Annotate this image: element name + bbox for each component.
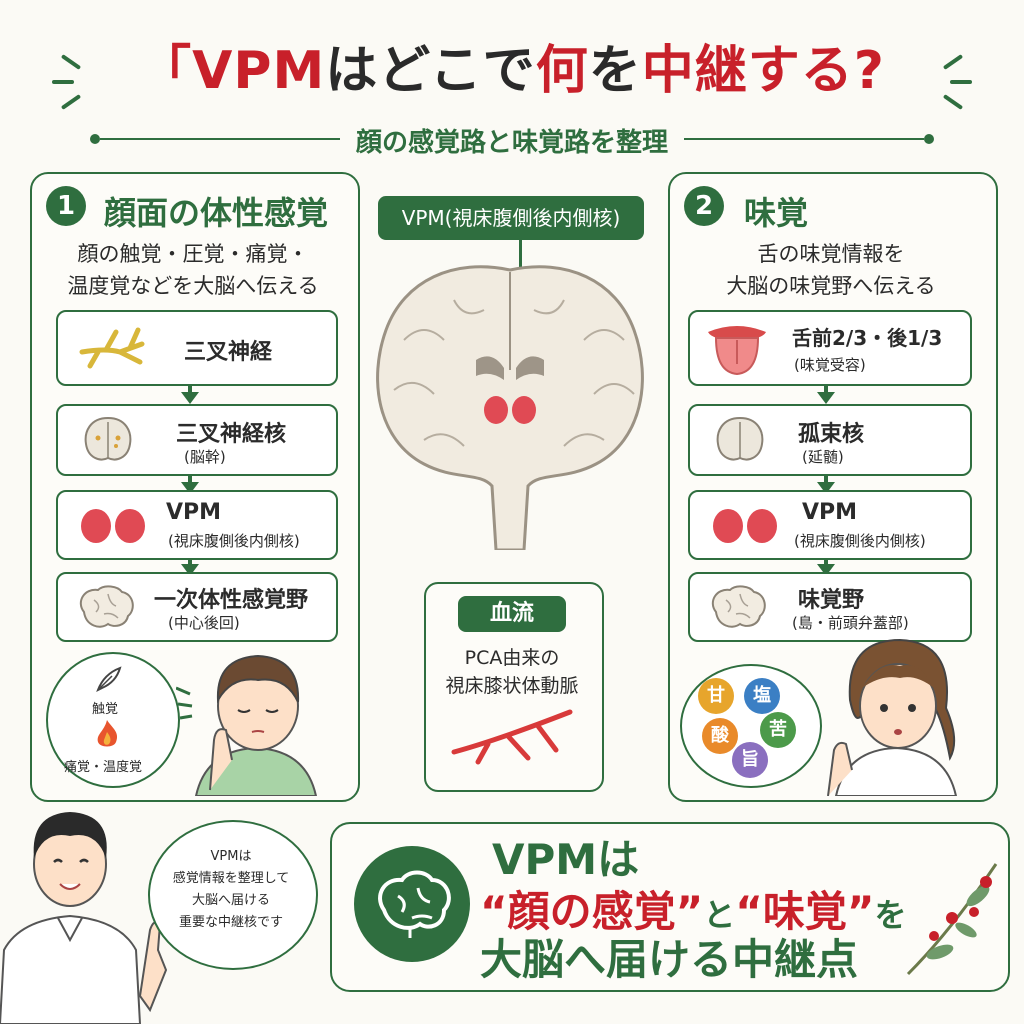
subtitle-dot: [90, 134, 100, 144]
flame-icon: [97, 720, 118, 747]
title-deco-right: [950, 80, 972, 84]
step-trigeminal-nerve: 三叉神経: [56, 310, 338, 386]
step-sublabel: (中心後回): [168, 614, 240, 632]
teacher-line: VPMは: [210, 849, 252, 864]
brain-icon: [711, 585, 766, 628]
step-tongue: 舌前2/3・後1/3 (味覚受容): [688, 310, 972, 386]
girl-illustration: [827, 638, 958, 796]
teacher-speech-bubble: [148, 820, 318, 970]
taste-sweet: 甘: [698, 678, 734, 714]
flow-arrow: [824, 558, 828, 566]
step-vpm: VPM (視床腹側後内側核): [56, 490, 338, 560]
step-label: VPM: [166, 500, 222, 525]
title-bracket: 「: [139, 41, 193, 101]
conclusion-line1: VPMは: [492, 835, 640, 884]
page-subtitle: 顔の感覚路と味覚路を整理: [339, 128, 684, 158]
blood-title: 血流: [458, 596, 566, 632]
bubble-pain-label: 痛覚・温度覚: [64, 760, 143, 775]
teacher-line: 感覚情報を整理して: [172, 871, 290, 886]
boy-illustration: [176, 654, 318, 796]
conclusion-wo: を: [874, 896, 907, 934]
tongue-icon: [708, 326, 766, 376]
step-label: 一次体性感覚野: [154, 588, 309, 613]
flow-arrow-head: [817, 392, 835, 404]
step-sublabel: (味覚受容): [794, 356, 866, 374]
step-label: VPM: [802, 500, 858, 525]
brain-icon: [378, 870, 451, 938]
step-label: 味覚野: [798, 588, 865, 613]
subtitle-dot: [924, 134, 934, 144]
panel2-title: 味覚: [744, 194, 809, 232]
title-deco-left: [52, 80, 74, 84]
panel1-desc: 顔の触覚・圧覚・痛覚・ 温度覚などを大脳へ伝える: [36, 238, 350, 302]
step-label: 孤束核: [798, 422, 865, 447]
panel2-desc: 舌の味覚情報を 大脳の味覚野へ伝える: [674, 238, 988, 302]
title-vpm: VPM: [192, 41, 326, 101]
flow-arrow: [188, 384, 192, 394]
flow-arrow: [824, 384, 828, 394]
flow-arrow: [824, 474, 828, 484]
panel1-title: 顔面の体性感覚: [104, 194, 329, 232]
bubble-touch-label: 触覚: [92, 702, 119, 717]
blood-supply-box: [424, 582, 604, 792]
step-sublabel: (視床腹側後内側核): [168, 532, 300, 550]
teacher-line: 重要な中継核です: [178, 915, 283, 930]
taste-salty: 塩: [744, 678, 780, 714]
step-sublabel: (延髄): [802, 448, 844, 466]
taste-umami: 旨: [732, 742, 768, 778]
nerve-icon: [79, 327, 145, 369]
feather-icon: [96, 666, 122, 693]
brain-coronal-icon: [376, 265, 644, 550]
panel1-desc-line2: 温度覚などを大脳へ伝える: [67, 274, 319, 298]
step-label: 三叉神経核: [176, 422, 287, 447]
title-relay: 中継する?: [641, 41, 885, 101]
conclusion-taste: “味覚”: [735, 887, 875, 936]
title-wo: を: [588, 41, 642, 101]
panel2-desc-line1: 舌の味覚情報を: [757, 242, 905, 266]
blood-line2: 視床膝状体動脈: [445, 675, 579, 697]
step-solitary-nucleus: 孤束核 (延髄): [688, 404, 972, 476]
teacher-speech: VPMは 感覚情報を整理して 大脳へ届ける 重要な中継核です: [150, 846, 312, 934]
blood-desc: PCA由来の 視床膝状体動脈: [424, 644, 600, 700]
teacher-illustration: [0, 812, 168, 1024]
panel1-desc-line1: 顔の触覚・圧覚・痛覚・: [77, 242, 309, 266]
step-label: 舌前2/3・後1/3: [792, 326, 943, 350]
panel1-number: 1: [46, 186, 86, 226]
title-what: 何: [535, 41, 589, 101]
taste-bitter: 苦: [760, 712, 796, 748]
vpm-tag: VPM(視床腹側後内側核): [378, 196, 644, 240]
conclusion-brain-badge: [354, 846, 470, 962]
step-vpm-taste: VPM (視床腹側後内側核): [688, 490, 972, 560]
sensation-bubble: [46, 652, 180, 788]
panel2-number: 2: [684, 186, 724, 226]
taste-sour: 酸: [702, 718, 738, 754]
step-label: 三叉神経: [184, 340, 273, 365]
step-gustatory-cortex: 味覚野 (島・前頭弁蓋部): [688, 572, 972, 642]
conclusion-face-sense: “顔の感覚”: [480, 887, 704, 936]
step-sublabel: (脳幹): [184, 448, 226, 466]
conclusion-line2: “顔の感覚”と“味覚”を: [480, 884, 906, 943]
conclusion-line3: 大脳へ届ける中継点: [480, 935, 859, 984]
berry-branch-icon: [906, 863, 998, 976]
thalamus-icon: [713, 509, 777, 543]
flow-arrow-head: [181, 392, 199, 404]
flow-arrow: [188, 474, 192, 484]
subtitle-row: 顔の感覚路と味覚路を整理: [90, 122, 934, 158]
step-sublabel: (島・前頭弁蓋部): [792, 614, 909, 632]
brainstem-icon: [84, 416, 132, 461]
step-sublabel: (視床腹側後内側核): [794, 532, 926, 550]
page-title: 「VPMはどこで何を中継する?: [0, 28, 1024, 103]
blood-line1: PCA由来の: [464, 647, 560, 669]
step-somatosensory-cortex: 一次体性感覚野 (中心後回): [56, 572, 338, 642]
panel2-desc-line2: 大脳の味覚野へ伝える: [726, 274, 936, 298]
artery-icon: [451, 709, 573, 765]
step-trigeminal-nucleus: 三叉神経核 (脳幹): [56, 404, 338, 476]
thalamus-icon: [81, 509, 145, 543]
title-mid: はどこで: [325, 41, 536, 101]
teacher-line: 大脳へ届ける: [191, 893, 270, 908]
conclusion-to: と: [703, 896, 736, 934]
brain-icon: [79, 585, 134, 628]
flow-arrow: [188, 558, 192, 566]
brainstem-icon: [716, 416, 764, 461]
